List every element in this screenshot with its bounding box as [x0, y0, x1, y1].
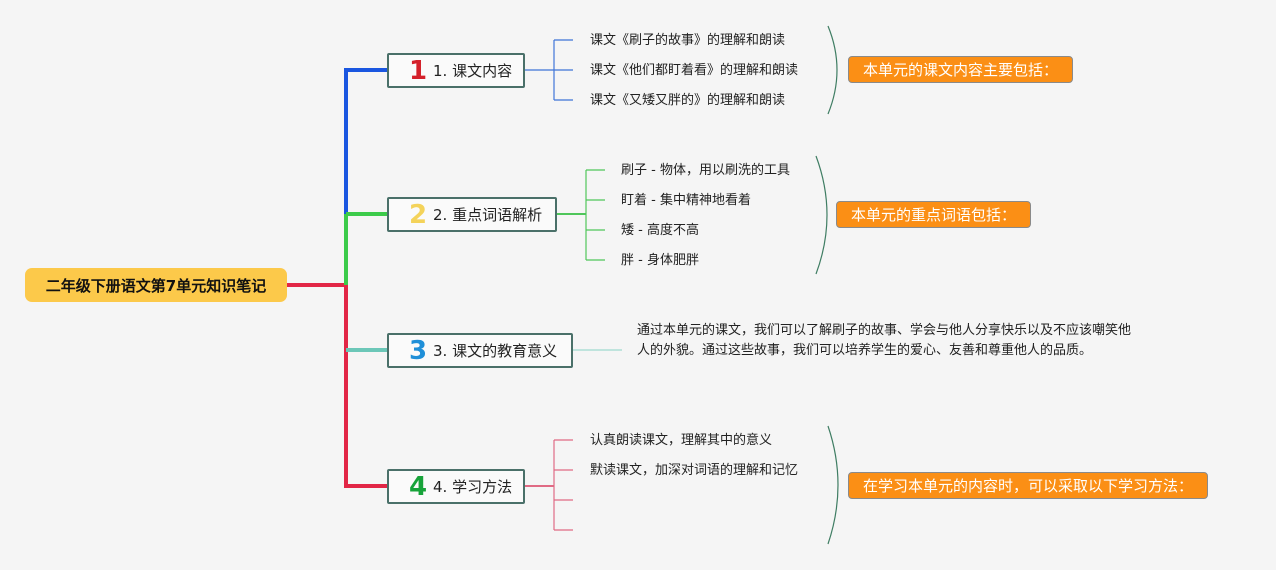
topic-label: 2. 重点词语解析	[433, 206, 543, 224]
topic-label: 1. 课文内容	[433, 62, 513, 80]
topic-node-3[interactable]: 3 3. 课文的教育意义	[387, 333, 573, 368]
number-two-icon: 2	[408, 199, 428, 230]
topic-node-4[interactable]: 4 4. 学习方法	[387, 469, 525, 504]
topic-label: 4. 学习方法	[433, 478, 513, 496]
list-item[interactable]: 课文《刷子的故事》的理解和朗读	[590, 33, 786, 48]
topic-node-2[interactable]: 2 2. 重点词语解析	[387, 197, 557, 232]
list-item[interactable]: 胖 - 身体肥胖	[621, 253, 699, 268]
list-item[interactable]: 刷子 - 物体，用以刷洗的工具	[621, 163, 790, 178]
education-meaning-text[interactable]: 通过本单元的课文，我们可以了解刷子的故事、学会与他人分享快乐以及不应该嘲笑他人的…	[637, 323, 1132, 358]
list-item[interactable]: 默读课文，加深对词语的理解和记忆	[590, 463, 799, 478]
list-item[interactable]: 认真朗读课文，理解其中的意义	[590, 433, 773, 448]
list-item[interactable]: 矮 - 高度不高	[621, 223, 699, 238]
number-three-icon: 3	[408, 335, 428, 366]
summary-callout-4[interactable]: 在学习本单元的内容时，可以采取以下学习方法：	[848, 472, 1209, 499]
list-item[interactable]: 盯着 - 集中精神地看着	[621, 193, 751, 208]
summary-callout-1[interactable]: 本单元的课文内容主要包括：	[848, 56, 1074, 83]
topic-label: 3. 课文的教育意义	[433, 342, 558, 360]
summary-callout-2[interactable]: 本单元的重点词语包括：	[836, 201, 1032, 228]
number-one-icon: 1	[408, 55, 428, 86]
summary-brace-2	[815, 155, 828, 275]
topic-node-1[interactable]: 1 1. 课文内容	[387, 53, 525, 88]
number-four-icon: 4	[408, 471, 428, 502]
summary-brace-1	[827, 25, 838, 115]
list-item[interactable]: 课文《又矮又胖的》的理解和朗读	[590, 93, 786, 108]
root-node[interactable]: 二年级下册语文第7单元知识笔记	[25, 268, 287, 302]
summary-brace-4	[827, 425, 839, 545]
list-item[interactable]: 课文《他们都盯着看》的理解和朗读	[590, 63, 799, 78]
